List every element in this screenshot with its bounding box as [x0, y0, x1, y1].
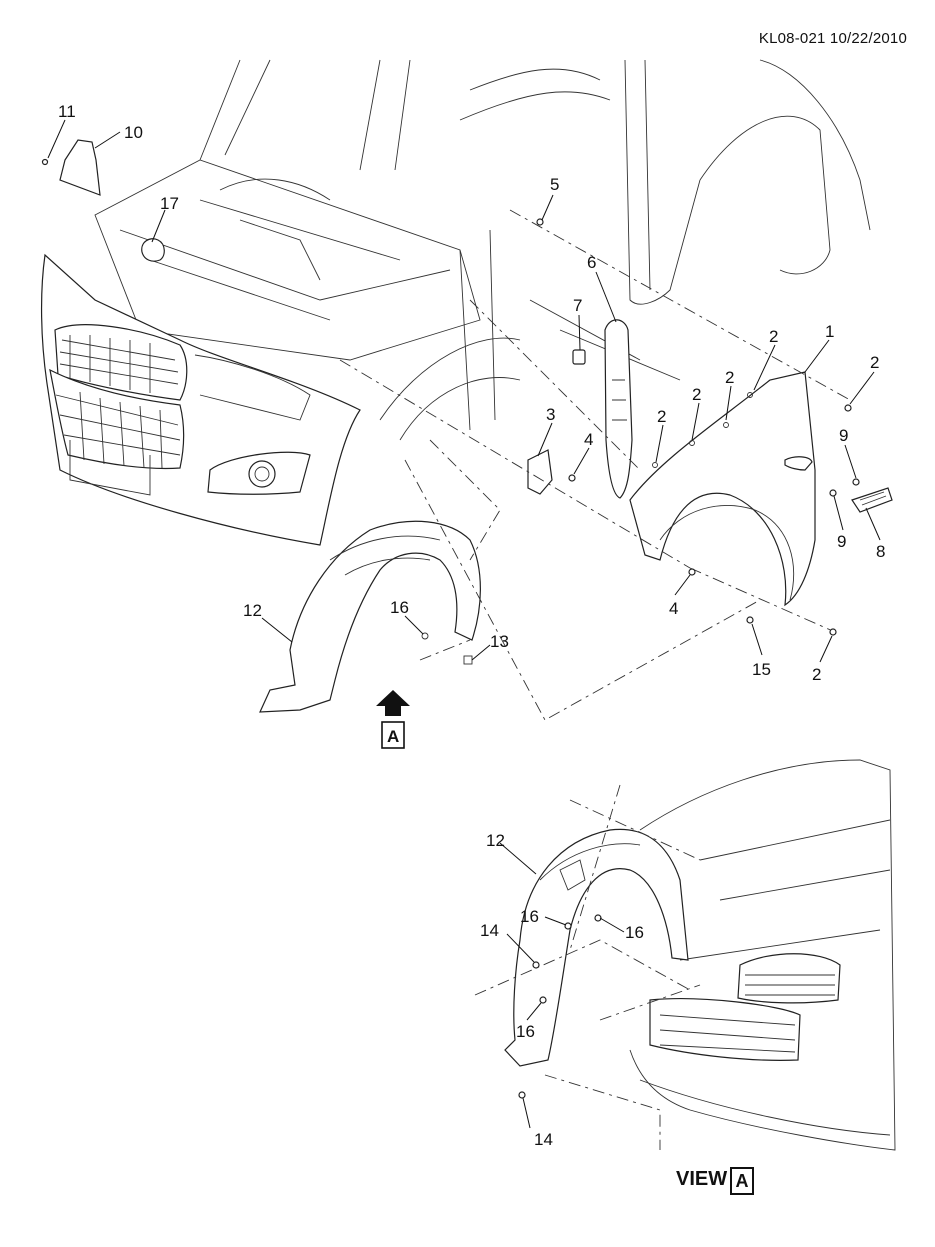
- callout-2-f: 2: [812, 665, 821, 684]
- callouts: 11 10 17 5 6 7 1 2 2 2 2 2 3 4 9 9 8 4 1…: [58, 102, 885, 1149]
- up-arrow-icon: [376, 690, 410, 716]
- fender-bracket: [527, 449, 553, 495]
- fasteners: [41, 158, 860, 1099]
- view-a-assembly: [504, 759, 896, 1151]
- callout-11: 11: [58, 102, 76, 121]
- fender-molding: [851, 487, 893, 513]
- callout-4-b: 4: [669, 599, 678, 618]
- callout-16-a: 16: [390, 598, 409, 617]
- callout-4-a: 4: [584, 430, 593, 449]
- callout-2-b: 2: [870, 353, 879, 372]
- callout-2-a: 2: [769, 327, 778, 346]
- callout-10: 10: [124, 123, 143, 142]
- callout-13: 13: [490, 632, 509, 651]
- callout-16-c: 16: [625, 923, 644, 942]
- callout-3: 3: [546, 405, 555, 424]
- wheelhouse-liner-top: [259, 520, 481, 713]
- view-a-arrow: A: [376, 690, 410, 749]
- callout-1: 1: [825, 322, 834, 341]
- callout-9-a: 9: [839, 426, 848, 445]
- plug-17: [141, 238, 165, 262]
- callout-14-b: 14: [534, 1130, 553, 1149]
- callout-5: 5: [550, 175, 559, 194]
- upper-bracket-10: [59, 139, 101, 196]
- view-label: VIEW: [676, 1168, 728, 1190]
- front-fender: [629, 371, 816, 607]
- callout-9-b: 9: [837, 532, 846, 551]
- arrow-letter: A: [387, 727, 399, 746]
- callout-6: 6: [587, 253, 596, 272]
- phantom-lines: [339, 209, 851, 1150]
- callout-15: 15: [752, 660, 771, 679]
- vehicle-front-body: [40, 59, 871, 546]
- callout-14-a: 14: [480, 921, 499, 940]
- leader-lines: [47, 119, 881, 1129]
- callout-17: 17: [160, 194, 179, 213]
- document-id: KL08-021 10/22/2010: [758, 30, 907, 47]
- callout-7: 7: [573, 296, 582, 315]
- callout-16-b: 16: [520, 907, 539, 926]
- callout-2-e: 2: [657, 407, 666, 426]
- callout-8: 8: [876, 542, 885, 561]
- callout-16-d: 16: [516, 1022, 535, 1041]
- fender-seal: [604, 319, 633, 499]
- callout-12-b: 12: [486, 831, 505, 850]
- callout-2-d: 2: [692, 385, 701, 404]
- callout-2-c: 2: [725, 368, 734, 387]
- callout-12-a: 12: [243, 601, 262, 620]
- nut-7: [572, 349, 586, 365]
- view-letter: A: [730, 1167, 754, 1195]
